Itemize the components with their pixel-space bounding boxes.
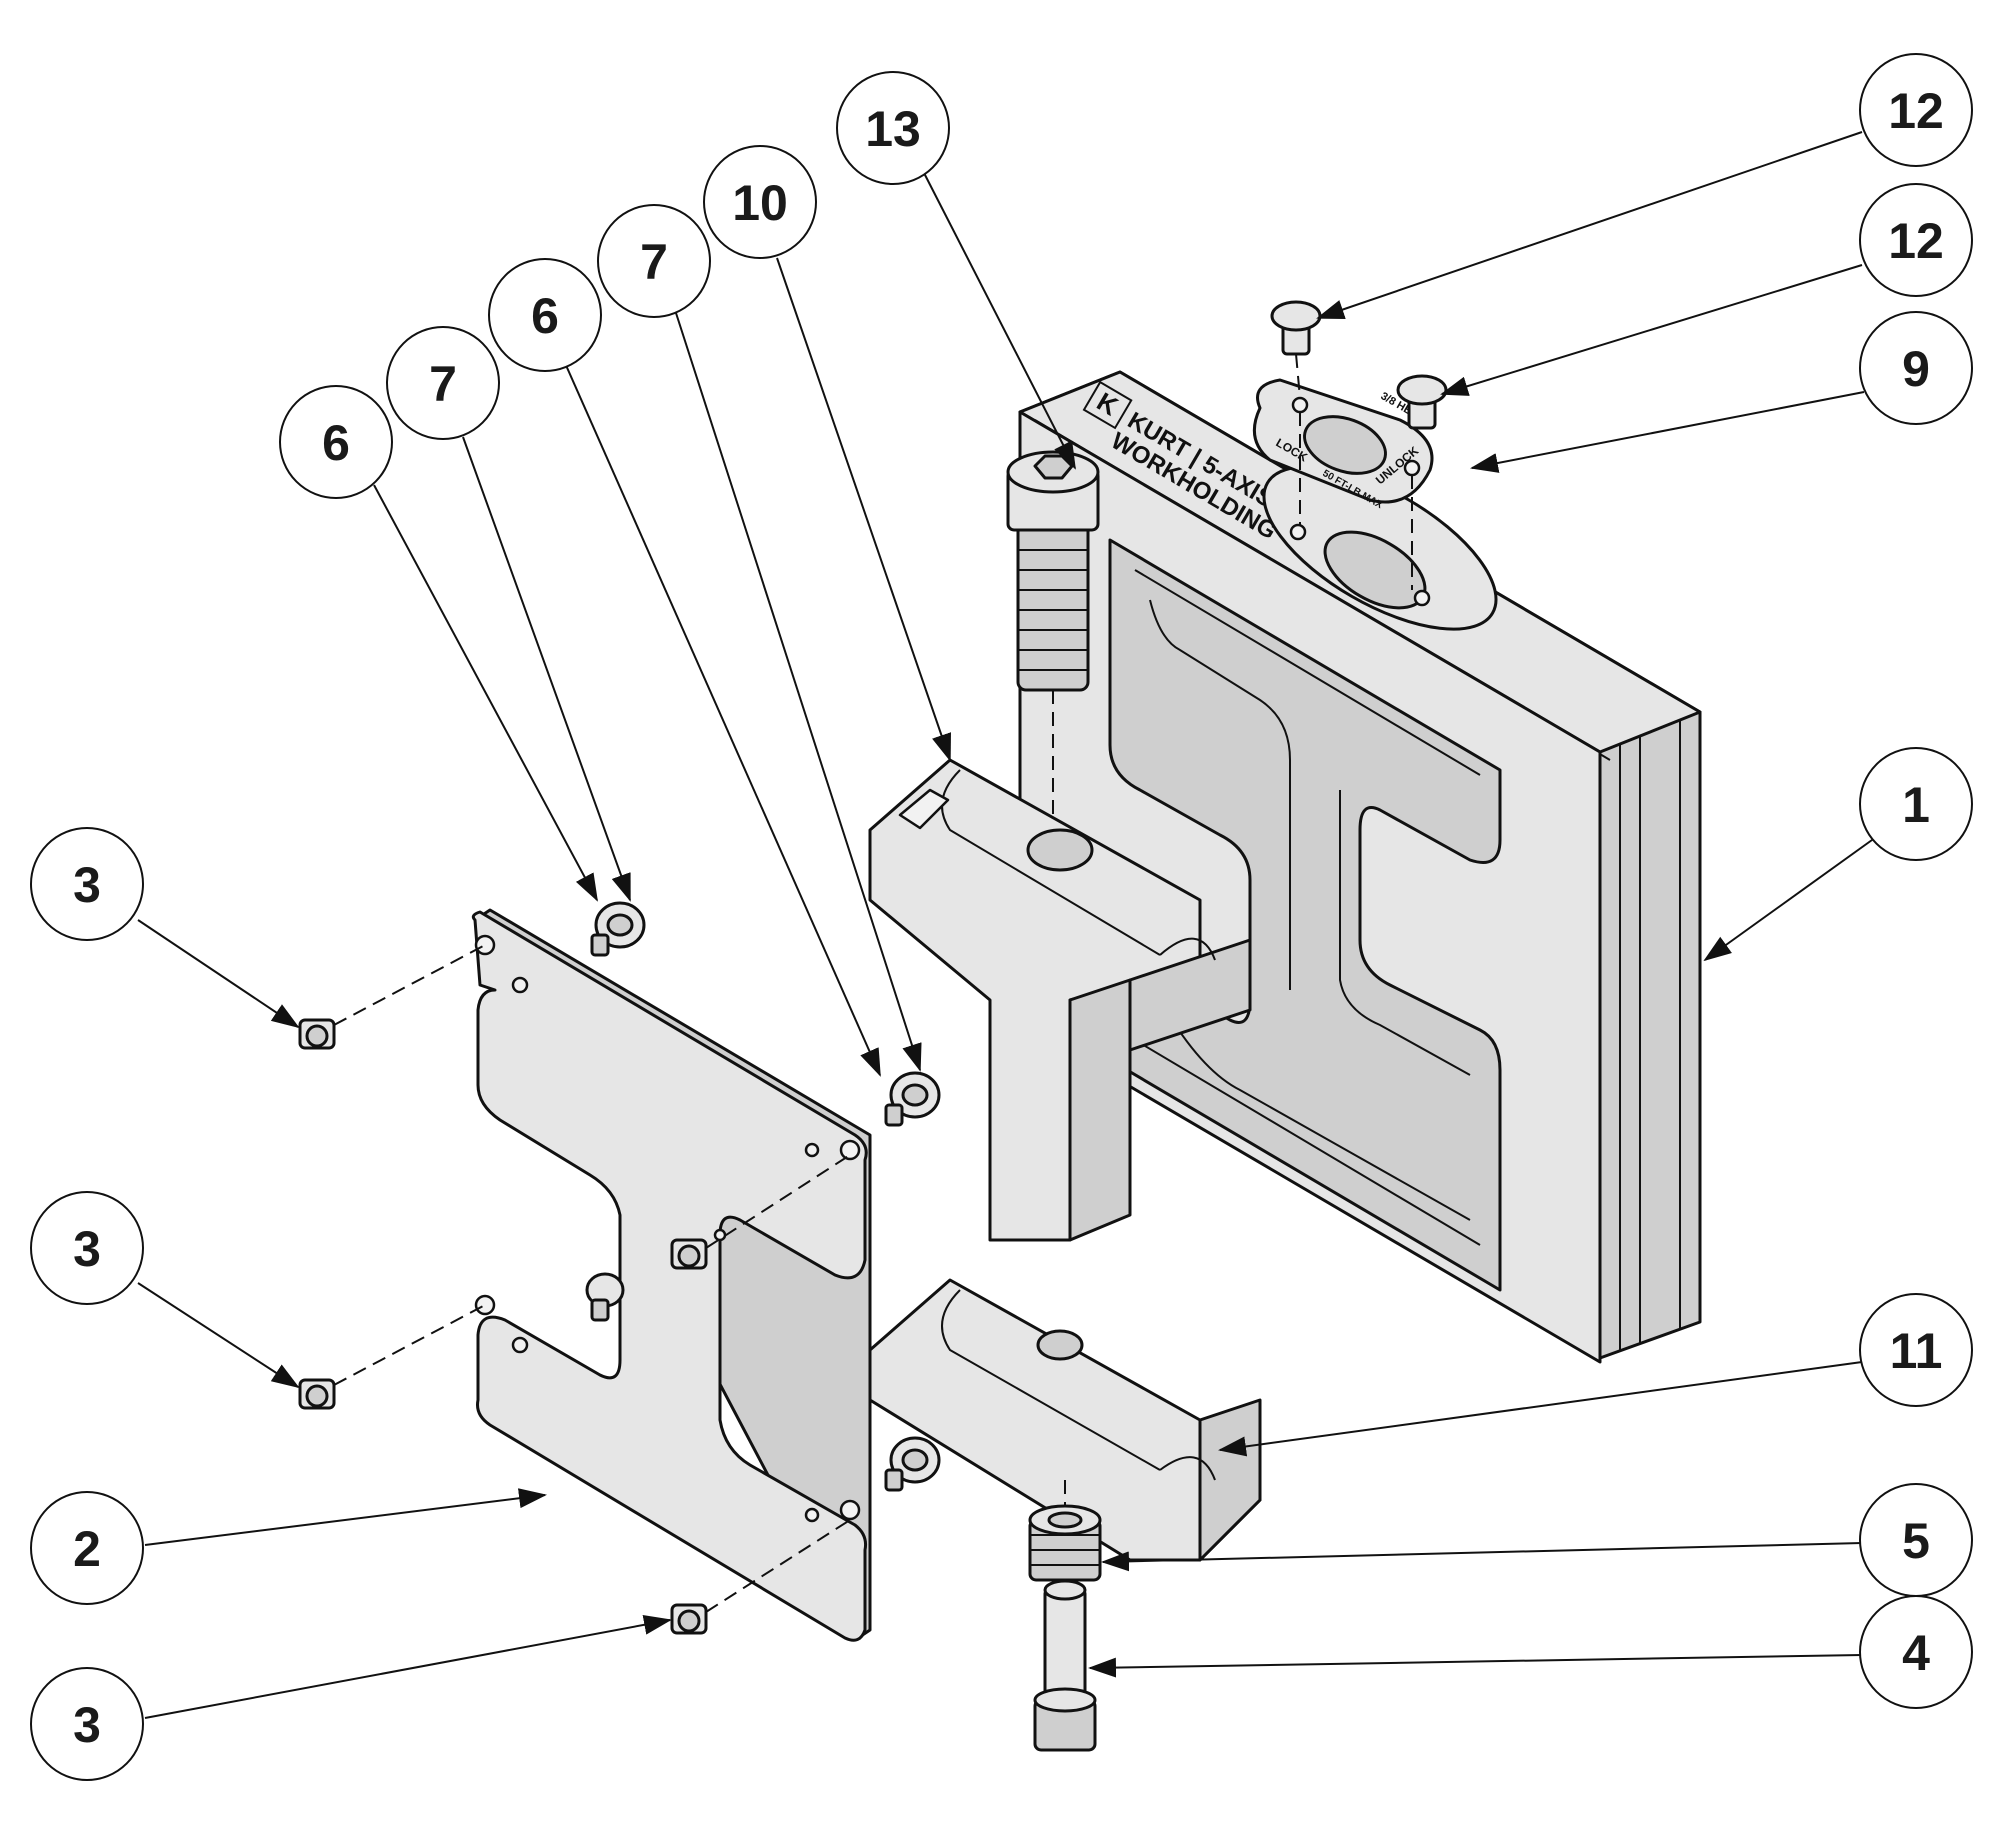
balloon-5-label: 5: [1902, 1513, 1930, 1569]
balloon-5: 5: [1859, 1483, 1973, 1597]
part-3-cap-screw-lower: [670, 1519, 851, 1635]
balloon-11-label: 11: [1890, 1323, 1943, 1379]
part-3-cap-screw-center: [670, 1154, 851, 1270]
leader-3a: [137, 919, 300, 1029]
balloon-9: 9: [1859, 311, 1973, 425]
part-5-threaded-insert: [1028, 1480, 1102, 1582]
leader-12a: [1316, 131, 1863, 320]
part-12-button-screw-upper: [1270, 300, 1322, 399]
part-6-7-locator-upper-right: [884, 1071, 941, 1127]
part-4-shoulder-bolt: [1033, 1579, 1097, 1752]
leader-6b: [564, 362, 881, 1077]
balloon-7-right-label: 7: [640, 234, 668, 290]
balloon-12-lower: 12: [1859, 183, 1973, 297]
balloon-12-lower-label: 12: [1888, 213, 1944, 269]
top-boss: [1262, 465, 1498, 631]
leader-lines: [137, 131, 1873, 1719]
leader-13: [922, 170, 1076, 470]
leader-3b: [137, 1282, 300, 1389]
balloon-7-left: 7: [386, 326, 500, 440]
part-6-7-locator-lower-right: [884, 1436, 941, 1492]
leader-4: [1088, 1654, 1863, 1678]
balloon-6-left: 6: [279, 385, 393, 499]
balloon-13-label: 13: [865, 101, 921, 157]
leader-11: [1218, 1361, 1863, 1457]
balloon-4-label: 4: [1902, 1625, 1930, 1681]
balloon-9-label: 9: [1902, 341, 1930, 397]
part-13-cap-screw: [1006, 450, 1100, 830]
leader-5: [1101, 1542, 1863, 1572]
balloon-6-right: 6: [488, 258, 602, 372]
leader-12b: [1440, 264, 1863, 396]
balloon-3-upper-label: 3: [73, 857, 101, 913]
balloon-11: 11: [1859, 1293, 1973, 1407]
balloon-1: 1: [1859, 747, 1973, 861]
locator-pin-lower-left: [585, 1272, 625, 1322]
balloon-2: 2: [30, 1491, 144, 1605]
leader-10: [776, 257, 951, 762]
balloon-3-middle-label: 3: [73, 1221, 101, 1277]
part-3-cap-screw-middle: [298, 1304, 486, 1410]
part-6-7-locator-upper-left: [590, 901, 646, 957]
balloon-6-right-label: 6: [531, 288, 559, 344]
part-10-upper-jaw: [868, 758, 1252, 1242]
kurt-logo-icon: [1082, 380, 1133, 430]
balloon-3-upper: 3: [30, 827, 144, 941]
leader-7b: [675, 312, 922, 1072]
balloon-4: 4: [1859, 1595, 1973, 1709]
balloon-13: 13: [836, 71, 950, 185]
balloon-6-left-label: 6: [322, 415, 350, 471]
part-2-adapter-plate: [471, 908, 872, 1642]
leader-3c: [144, 1614, 672, 1719]
leader-7a: [462, 436, 631, 902]
balloon-3-lower: 3: [30, 1667, 144, 1781]
leader-9: [1470, 391, 1865, 473]
leader-1: [1703, 839, 1873, 962]
balloon-12-upper: 12: [1859, 53, 1973, 167]
balloon-3-lower-label: 3: [73, 1697, 101, 1753]
balloon-1-label: 1: [1902, 777, 1930, 833]
leader-2: [144, 1488, 547, 1546]
balloon-10: 10: [703, 145, 817, 259]
balloon-12-upper-label: 12: [1888, 83, 1944, 139]
part-3-cap-screw-upper: [298, 944, 486, 1050]
balloon-7-right: 7: [597, 204, 711, 318]
balloon-10-label: 10: [732, 175, 788, 231]
balloon-2-label: 2: [73, 1521, 101, 1577]
balloon-3-middle: 3: [30, 1191, 144, 1305]
leader-6a: [373, 484, 598, 902]
balloon-7-left-label: 7: [429, 356, 457, 412]
